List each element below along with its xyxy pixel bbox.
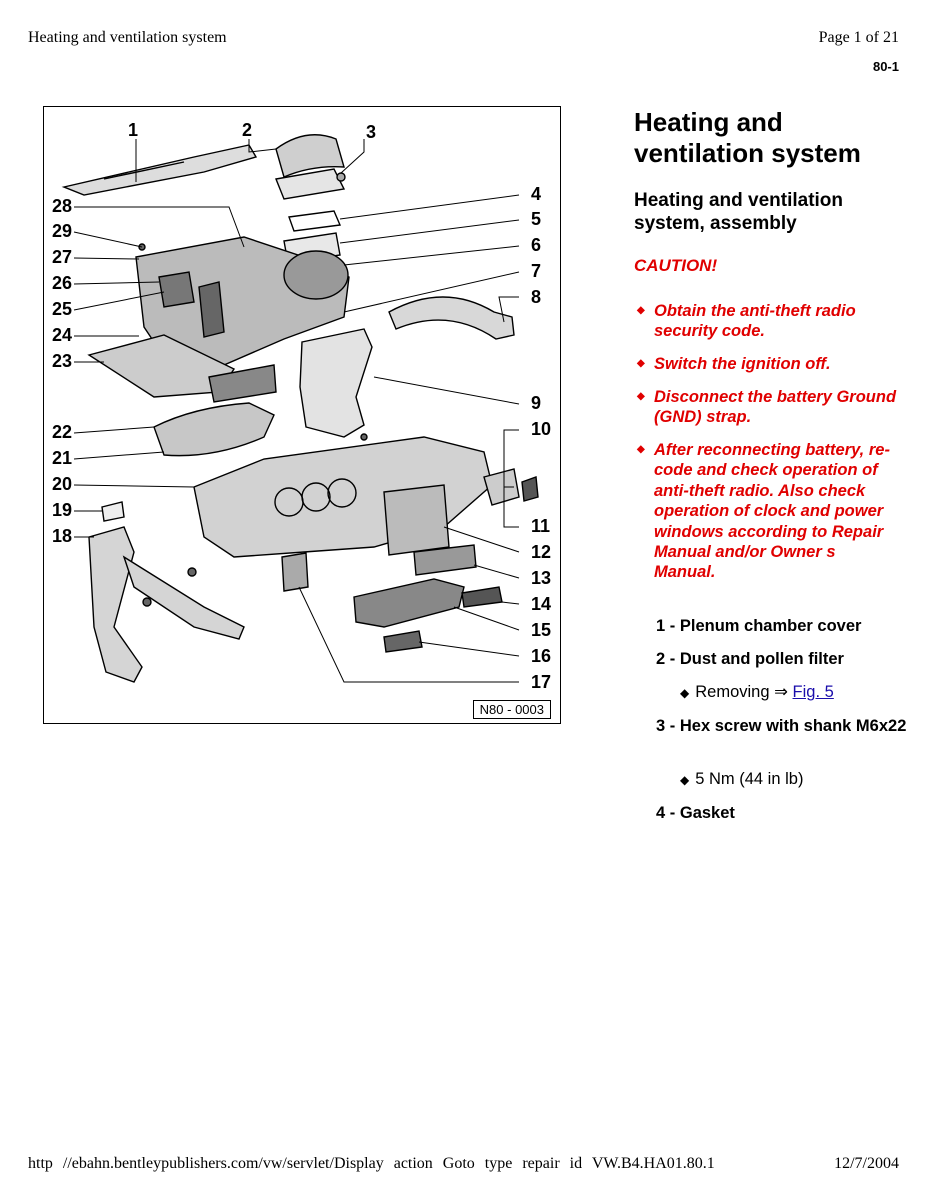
diagram-drawing	[61, 134, 539, 683]
callout-14: 14	[531, 594, 552, 614]
list-item: 3 - Hex screw with shank M6x22	[656, 717, 907, 735]
footer-date: 12/7/2004	[834, 1155, 899, 1172]
callout-1: 1	[128, 120, 139, 140]
callout-15: 15	[531, 620, 552, 640]
callout-28: 28	[52, 196, 73, 216]
callout-25: 25	[52, 299, 73, 319]
section-code: 80-1	[872, 59, 899, 74]
callout-13: 13	[531, 568, 552, 588]
diamond-bullet-icon: ◆	[637, 305, 645, 316]
list-item: 4 - Gasket	[656, 804, 735, 822]
callout-24: 24	[52, 325, 73, 345]
list-item: 2 - Dust and pollen filter	[656, 650, 844, 668]
sub-item-removing: ◆Removing ⇒ Fig. 5	[680, 683, 834, 701]
list-item: 1 - Plenum chamber cover	[656, 617, 862, 635]
document-title: Heating and ventilation system	[28, 29, 227, 46]
callout-6: 6	[531, 235, 542, 255]
callout-8: 8	[531, 287, 542, 307]
exploded-assembly-diagram: 1 2 3 4 5 6 7 8 9 10 11 12 13 14 15 16 1…	[43, 106, 561, 724]
warning-item: ◆ Switch the ignition off.	[637, 355, 831, 373]
callout-26: 26	[52, 273, 73, 293]
callout-21: 21	[52, 448, 73, 468]
callout-23: 23	[52, 351, 73, 371]
callout-19: 19	[52, 500, 73, 520]
caution-heading: CAUTION!	[634, 256, 718, 275]
footer-url: http //ebahn.bentleypublishers.com/vw/se…	[28, 1155, 715, 1172]
diamond-bullet-icon: ◆	[637, 358, 645, 369]
callout-16: 16	[531, 646, 552, 666]
page-title: Heating and ventilation system	[634, 107, 861, 168]
callout-2: 2	[242, 120, 253, 140]
arrow-right-icon: ⇒	[774, 683, 788, 701]
page-indicator: Page 1 of 21	[818, 29, 899, 46]
callout-22: 22	[52, 422, 73, 442]
callout-20: 20	[52, 474, 73, 494]
callout-11: 11	[531, 516, 551, 536]
callout-29: 29	[52, 221, 73, 241]
warning-item: ◆ Obtain the anti-theft radio security c…	[637, 302, 856, 341]
diamond-bullet-icon: ◆	[637, 444, 645, 455]
callout-4: 4	[531, 184, 542, 204]
figure-id-label: N80 - 0003	[472, 700, 551, 719]
sub-item-torque: ◆5 Nm (44 in lb)	[680, 770, 804, 788]
diamond-bullet-icon: ◆	[680, 773, 690, 787]
diamond-bullet-icon: ◆	[637, 391, 645, 402]
warning-item: ◆ Disconnect the battery Ground (GND) st…	[637, 388, 897, 427]
fig-5-link[interactable]: Fig. 5	[792, 683, 834, 701]
callout-9: 9	[531, 393, 542, 413]
callout-10: 10	[531, 419, 552, 439]
callout-17: 17	[531, 672, 552, 692]
warning-item: ◆ After reconnecting battery, re-code an…	[637, 441, 890, 582]
callout-18: 18	[52, 526, 73, 546]
diamond-bullet-icon: ◆	[680, 686, 690, 700]
callout-3: 3	[366, 122, 377, 142]
callout-12: 12	[531, 542, 552, 562]
page-subtitle: Heating and ventilation system, assembly	[634, 190, 844, 234]
callout-27: 27	[52, 247, 73, 267]
callout-5: 5	[531, 209, 542, 229]
callout-7: 7	[531, 261, 542, 281]
